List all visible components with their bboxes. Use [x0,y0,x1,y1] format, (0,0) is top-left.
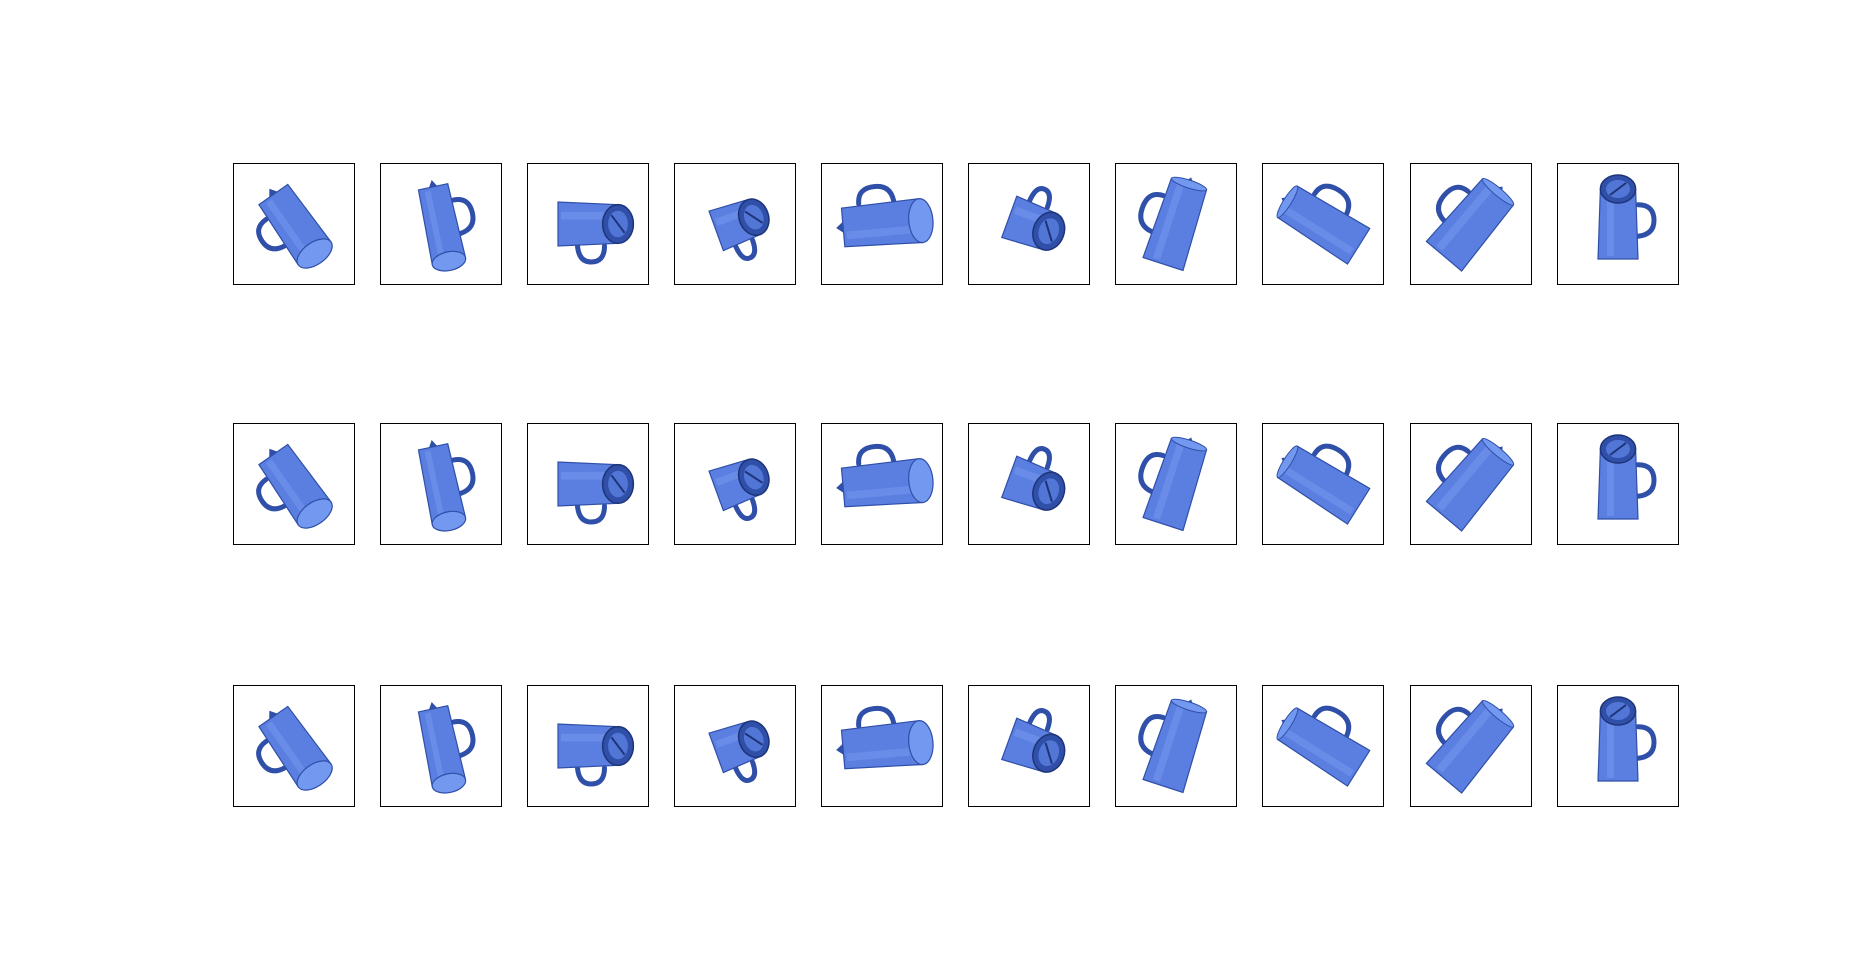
pitcher-view-panel [674,685,796,807]
pitcher-image [557,723,635,787]
pitcher-image [836,443,934,508]
pitcher-view-panel [527,685,649,807]
pitcher-image [1597,174,1657,260]
pitcher-view-panel [233,685,355,807]
pitcher-image [1597,696,1657,782]
pitcher-view-panel [1557,163,1679,285]
pitcher-image [1425,437,1515,532]
pitcher-view-panel [968,685,1090,807]
pitcher-view-panel [1115,685,1237,807]
pitcher-view-panel [1262,163,1384,285]
pitcher-view-panel [821,423,943,545]
pitcher-image [1000,186,1066,251]
pitcher-image [417,701,476,794]
pitcher-image [1138,698,1208,794]
pitcher-image [256,705,333,791]
pitcher-image [256,443,333,529]
pitcher-view-panel [674,163,796,285]
pitcher-view-panel [821,685,943,807]
pitcher-image [1000,446,1066,511]
pitcher-image [1276,443,1371,525]
pitcher-view-panel [821,163,943,285]
pitcher-view-panel [968,423,1090,545]
pitcher-view-panel [380,423,502,545]
pitcher-image [708,720,770,783]
pitcher-image [256,183,333,269]
pitcher-image [1425,177,1515,272]
pitcher-image [708,198,770,261]
pitcher-image [708,458,770,521]
pitcher-image [557,461,635,525]
pitcher-image [1138,436,1208,532]
pitcher-view-panel [1410,423,1532,545]
pitcher-image [1597,434,1657,520]
pitcher-image [557,201,635,265]
pitcher-image [1425,699,1515,794]
pitcher-image [1276,183,1371,265]
pitcher-view-panel [233,423,355,545]
pitcher-view-panel [1262,685,1384,807]
pitcher-view-panel [380,685,502,807]
pitcher-view-panel [1262,423,1384,545]
pitcher-image [417,439,476,532]
pitcher-view-panel [1115,163,1237,285]
pitcher-view-panel [1557,685,1679,807]
pitcher-view-panel [233,163,355,285]
pitcher-image [836,183,934,248]
pitcher-view-panel [1410,163,1532,285]
pitcher-view-panel [674,423,796,545]
pitcher-view-panel [527,163,649,285]
pitcher-view-panel [527,423,649,545]
pitcher-image [836,705,934,770]
pitcher-image [1138,176,1208,272]
pitcher-view-panel [1115,423,1237,545]
pitcher-image [417,179,476,272]
pitcher-view-panel [968,163,1090,285]
pitcher-image [1000,708,1066,773]
pitcher-view-panel [1557,423,1679,545]
pitcher-image [1276,705,1371,787]
pitcher-view-panel [1410,685,1532,807]
pitcher-view-panel [380,163,502,285]
